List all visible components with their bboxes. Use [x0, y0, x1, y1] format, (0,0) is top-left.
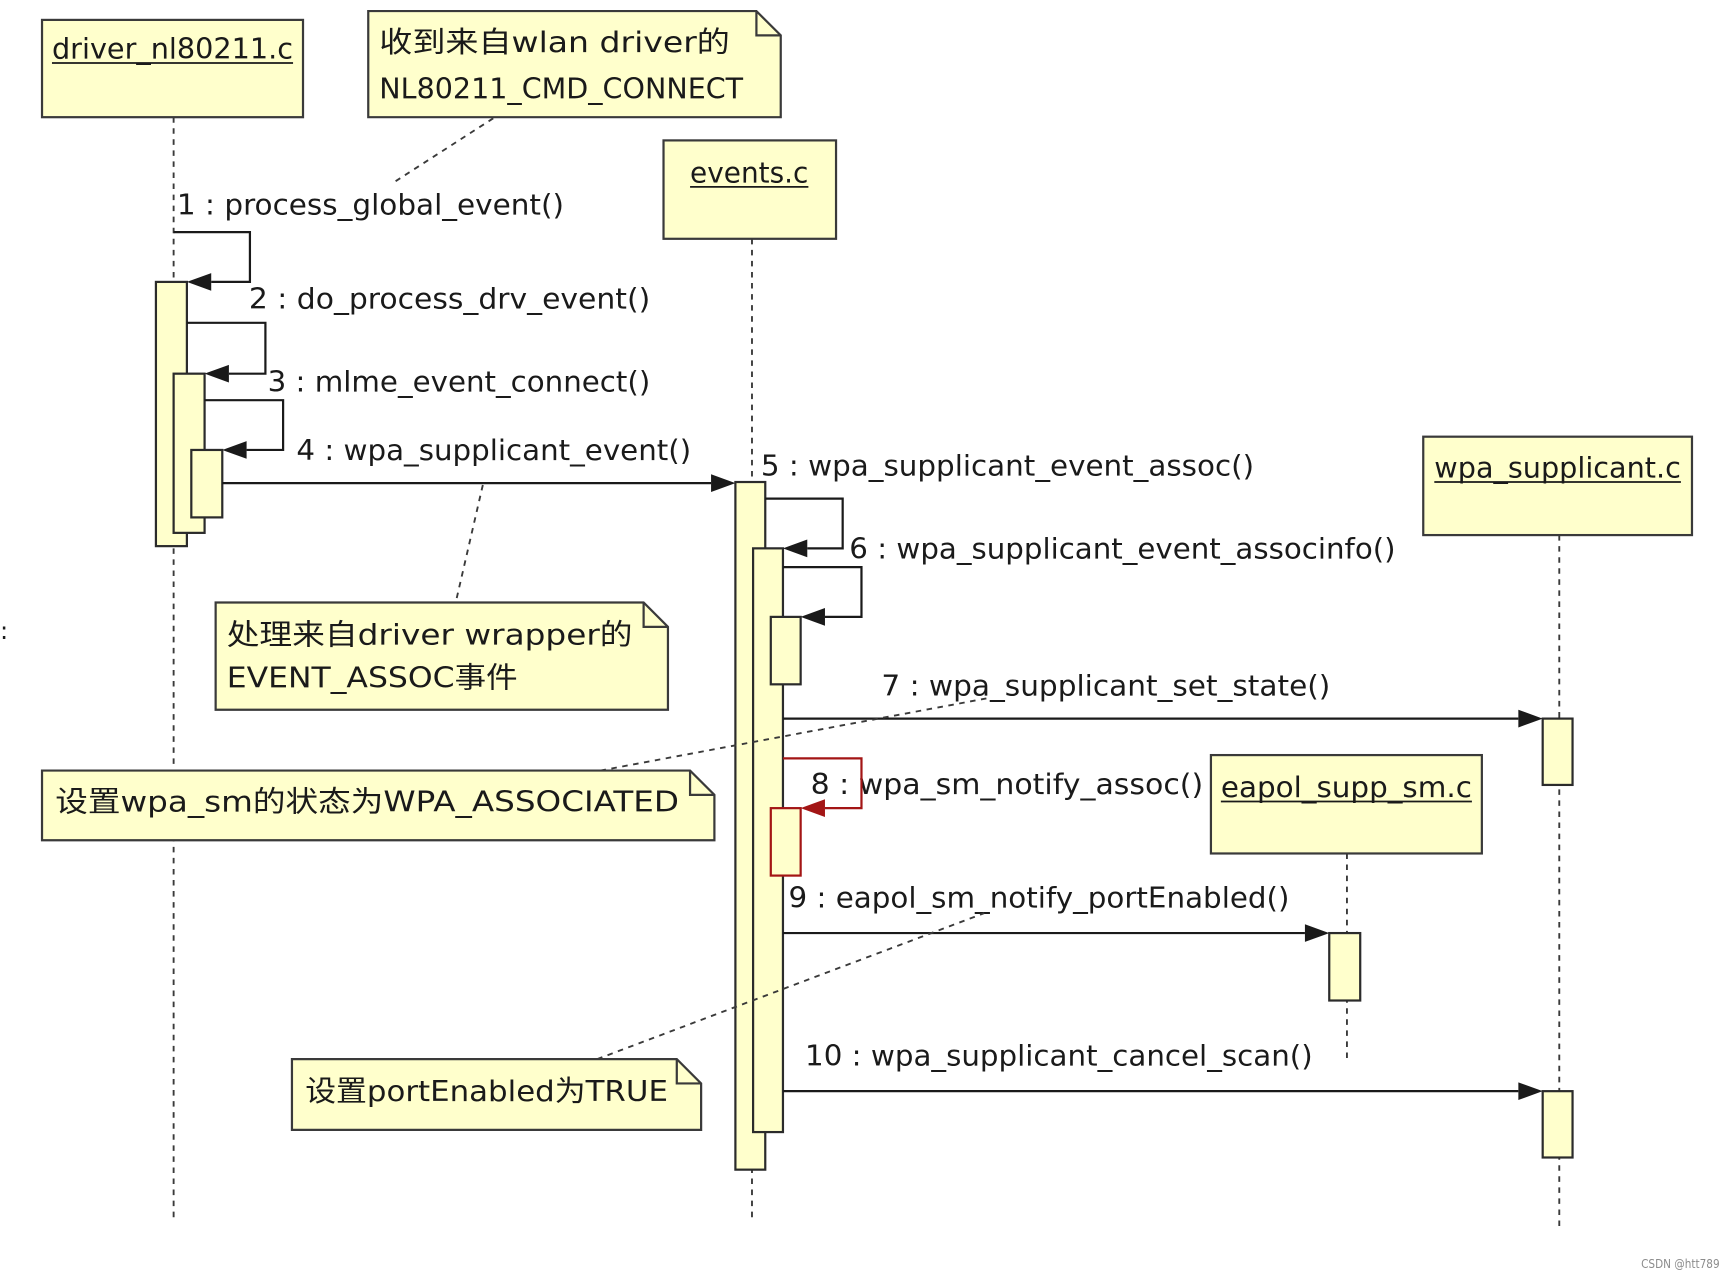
note-connector	[596, 912, 985, 1060]
note-fold	[642, 602, 668, 628]
arrowhead-highlighted	[800, 799, 825, 817]
participant-label: wpa_supplicant.c	[1434, 451, 1681, 485]
message-10: 10 : wpa_supplicant_cancel_scan()	[782, 1039, 1543, 1101]
message-line-highlighted	[782, 757, 863, 810]
arrowhead	[711, 474, 736, 492]
arrowhead	[1304, 924, 1330, 942]
participant-driver-nl80211: driver_nl80211.c	[40, 18, 305, 119]
activation-bar	[1328, 931, 1362, 1002]
note-box	[214, 601, 670, 711]
note-connectors	[393, 117, 992, 1060]
arrowhead	[186, 273, 212, 291]
note-connector	[393, 117, 494, 184]
message-9: 9 : eapol_sm_notify_portEnabled()	[782, 881, 1330, 942]
arrowhead	[222, 441, 247, 459]
note-fold	[675, 1059, 702, 1085]
message-line	[765, 497, 844, 550]
message-line	[186, 321, 267, 375]
note-box	[290, 1057, 703, 1131]
message-label: 8 : wpa_sm_notify_assoc()	[811, 767, 1204, 801]
note-fold	[755, 11, 781, 37]
note-box	[367, 9, 782, 119]
note-3: 设置wpa_sm的状态为WPA_ASSOCIATED	[40, 769, 716, 842]
message-2: 2 : do_process_drv_event()	[186, 281, 650, 383]
message-label: 9 : eapol_sm_notify_portEnabled()	[788, 881, 1289, 915]
arrowhead	[800, 608, 825, 626]
note-1: 收到来自wlan driver的 NL80211_CMD_CONNECT	[367, 9, 782, 119]
message-1: 1 : process_global_event()	[173, 187, 564, 291]
message-line	[204, 399, 285, 452]
activation-bar-highlighted	[769, 807, 802, 877]
watermark: CSDN @htt789	[1641, 1257, 1720, 1271]
note-text: 收到来自wlan driver的	[379, 25, 730, 59]
activation-bar	[1541, 717, 1574, 787]
message-line	[173, 231, 252, 284]
arrowhead	[1518, 709, 1543, 728]
message-label: 1 : process_global_event()	[177, 187, 564, 221]
participant-wpa-supplicant: wpa_supplicant.c	[1422, 435, 1694, 537]
note-text: 设置portEnabled为TRUE	[305, 1074, 668, 1108]
participant-box	[1422, 435, 1694, 537]
participant-box	[40, 18, 305, 119]
note-2: 处理来自driver wrapper的 EVENT_ASSOC事件	[214, 601, 670, 711]
message-7: 7 : wpa_supplicant_set_state()	[782, 668, 1543, 728]
message-4: 4 : wpa_supplicant_event()	[222, 433, 736, 492]
arrowhead	[1518, 1082, 1543, 1101]
participant-box	[1209, 753, 1483, 855]
message-label: 3 : mlme_event_connect()	[268, 364, 651, 398]
message-label: 5 : wpa_supplicant_event_assoc()	[761, 448, 1254, 482]
participant-label: eapol_supp_sm.c	[1221, 770, 1472, 804]
note-text: EVENT_ASSOC事件	[227, 661, 518, 695]
activation-bar	[769, 615, 802, 686]
note-fold	[688, 770, 715, 796]
message-label: 4 : wpa_supplicant_event()	[296, 433, 691, 467]
note-connector	[455, 482, 485, 599]
message-label: 2 : do_process_drv_event()	[249, 281, 650, 315]
participant-label: events.c	[690, 155, 808, 189]
arrowhead	[204, 364, 229, 383]
message-8: 8 : wpa_sm_notify_assoc()	[782, 757, 1204, 817]
participant-eapol-supp-sm: eapol_supp_sm.c	[1209, 753, 1483, 855]
activation-bar	[190, 448, 224, 519]
arrowhead	[782, 539, 808, 558]
note-box	[40, 769, 716, 842]
participant-events: events.c	[662, 139, 838, 240]
message-5: 5 : wpa_supplicant_event_assoc()	[761, 448, 1254, 558]
message-label: 10 : wpa_supplicant_cancel_scan()	[805, 1039, 1313, 1073]
activation-bar	[1541, 1090, 1574, 1159]
activations	[154, 280, 1574, 1171]
note-text: 设置wpa_sm的状态为WPA_ASSOCIATED	[55, 784, 679, 818]
message-6: 6 : wpa_supplicant_event_associnfo()	[782, 531, 1396, 626]
note-text: 处理来自driver wrapper的	[227, 618, 633, 652]
message-label: 7 : wpa_supplicant_set_state()	[881, 668, 1330, 702]
note-4: 设置portEnabled为TRUE	[290, 1057, 703, 1131]
participant-box	[662, 139, 838, 240]
message-3: 3 : mlme_event_connect()	[204, 364, 651, 459]
note-text: NL80211_CMD_CONNECT	[379, 71, 743, 105]
participant-label: driver_nl80211.c	[52, 32, 293, 66]
edge-mark: :	[0, 616, 8, 645]
message-line	[782, 566, 863, 618]
message-label: 6 : wpa_supplicant_event_associnfo()	[849, 531, 1395, 565]
